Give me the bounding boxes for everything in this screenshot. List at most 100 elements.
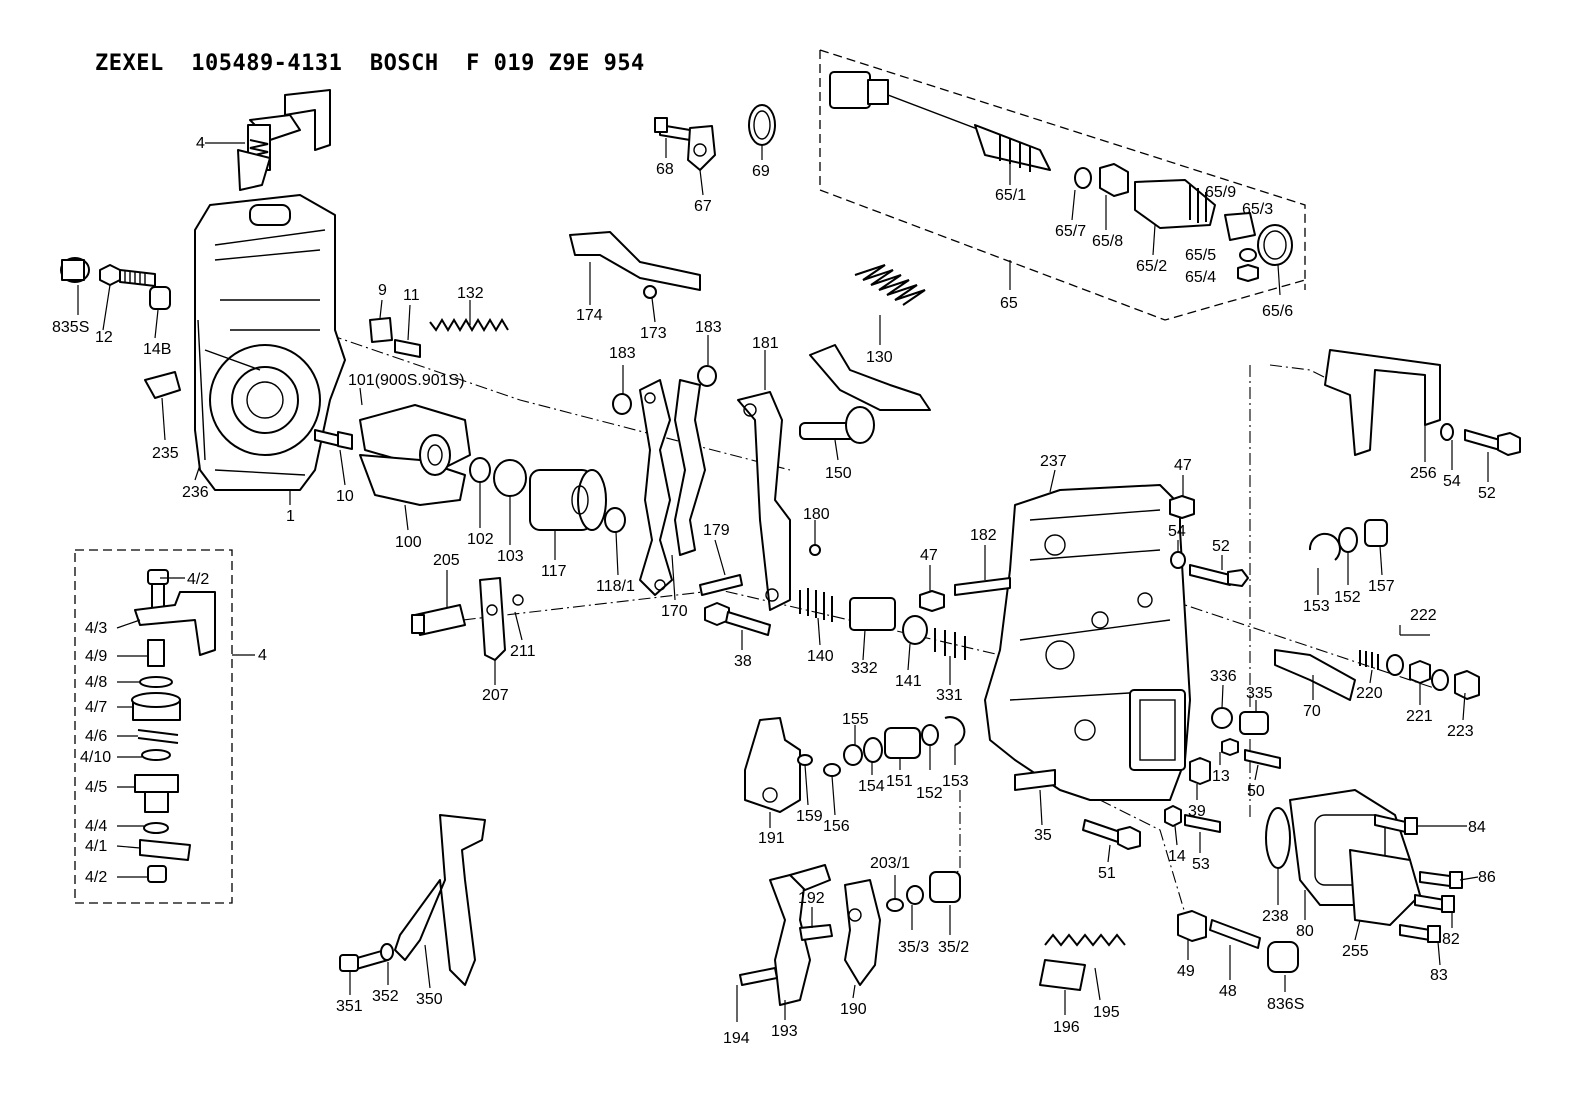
leader-lines <box>77 138 1489 1022</box>
label-352: 352 <box>372 988 399 1005</box>
label-47a: 47 <box>1174 457 1192 474</box>
seal-row-151-159 <box>744 716 966 813</box>
label-4-3: 4/3 <box>85 620 107 637</box>
label-836S: 836S <box>1267 996 1304 1013</box>
lever-181 <box>737 391 791 611</box>
label-4-4: 4/4 <box>85 818 107 835</box>
plug-49-836S <box>1177 910 1299 973</box>
sensor-group-65 <box>829 71 1293 282</box>
label-4-5: 4/5 <box>85 779 107 796</box>
label-159: 159 <box>796 808 823 825</box>
label-52b: 52 <box>1212 538 1230 555</box>
label-156: 156 <box>823 818 850 835</box>
label-195: 195 <box>1093 1004 1120 1021</box>
label-141: 141 <box>895 673 922 690</box>
label-50: 50 <box>1247 783 1265 800</box>
label-35-3: 35/3 <box>898 939 929 956</box>
label-153b: 153 <box>942 773 969 790</box>
label-117: 117 <box>541 563 567 580</box>
label-65-2: 65/2 <box>1136 258 1167 275</box>
label-39: 39 <box>1188 803 1206 820</box>
levers-170-183 <box>612 365 717 596</box>
label-336: 336 <box>1210 668 1237 685</box>
label-14B: 14B <box>143 341 171 358</box>
label-9: 9 <box>378 282 387 299</box>
label-220: 220 <box>1356 685 1383 702</box>
label-65-3: 65/3 <box>1242 201 1273 218</box>
label-193: 193 <box>771 1023 798 1040</box>
plugs-336-39 <box>1189 707 1281 785</box>
bracket-256 <box>1324 349 1521 456</box>
label-14: 14 <box>1168 848 1186 865</box>
label-154: 154 <box>858 778 885 795</box>
shaft-parts-102-118 <box>469 457 626 533</box>
label-190: 190 <box>840 1001 867 1018</box>
screws-35-53 <box>1014 769 1221 850</box>
bolt-10 <box>314 429 353 450</box>
label-86: 86 <box>1478 869 1496 886</box>
detail-4-exploded <box>131 569 216 883</box>
label-151: 151 <box>886 773 913 790</box>
label-4-7: 4/7 <box>85 699 107 716</box>
label-221: 221 <box>1406 708 1433 725</box>
label-183a: 183 <box>609 345 636 362</box>
centerline-bracket <box>1269 364 1331 381</box>
label-194: 194 <box>723 1030 750 1047</box>
label-4-9: 4/9 <box>85 648 107 665</box>
label-192: 192 <box>798 890 825 907</box>
label-12: 12 <box>95 329 113 346</box>
label-4-1: 4/1 <box>85 838 107 855</box>
label-70: 70 <box>1303 703 1321 720</box>
pump-body-237 <box>984 484 1191 801</box>
label-65-9: 65/9 <box>1205 184 1236 201</box>
label-103: 103 <box>497 548 524 565</box>
lower-levers-190-196 <box>739 864 1126 1006</box>
label-183b: 183 <box>695 319 722 336</box>
pump-housing <box>194 194 346 491</box>
label-51: 51 <box>1098 865 1116 882</box>
plug-153-157 <box>1308 519 1388 561</box>
label-47b: 47 <box>920 547 938 564</box>
label-35: 35 <box>1034 827 1052 844</box>
label-82: 82 <box>1442 931 1460 948</box>
label-54a: 54 <box>1443 473 1461 490</box>
part-number-labels: 4 835S 12 14B 235 236 1 10 9 11 132 101(… <box>52 135 1496 1047</box>
label-181: 181 <box>752 335 779 352</box>
label-4-2a: 4/2 <box>187 571 209 588</box>
label-65-1: 65/1 <box>995 187 1026 204</box>
boundary-4-detail <box>74 549 233 904</box>
label-65: 65 <box>1000 295 1018 312</box>
label-152b: 152 <box>916 785 943 802</box>
label-174: 174 <box>576 307 603 324</box>
label-132: 132 <box>457 285 484 302</box>
label-130: 130 <box>866 349 893 366</box>
label-100: 100 <box>395 534 422 551</box>
label-173: 173 <box>640 325 667 342</box>
lever-174 <box>569 231 701 299</box>
label-67: 67 <box>694 198 712 215</box>
label-331: 331 <box>936 687 963 704</box>
label-203-1: 203/1 <box>870 855 910 872</box>
label-236: 236 <box>182 484 209 501</box>
label-68: 68 <box>656 161 674 178</box>
label-152a: 152 <box>1334 589 1361 606</box>
label-102: 102 <box>467 531 494 548</box>
label-207: 207 <box>482 687 509 704</box>
label-835S: 835S <box>52 319 89 336</box>
clamp-parts-68-69 <box>654 104 776 171</box>
label-332: 332 <box>851 660 878 677</box>
centerline-lower <box>1099 799 1191 931</box>
label-4-8: 4/8 <box>85 674 107 691</box>
pin-179-180 <box>699 544 821 596</box>
label-351: 351 <box>336 998 363 1015</box>
label-182: 182 <box>970 527 997 544</box>
label-150: 150 <box>825 465 852 482</box>
label-53: 53 <box>1192 856 1210 873</box>
adjuster-70-223 <box>1274 649 1480 701</box>
centerline-bottom <box>944 790 961 881</box>
label-10: 10 <box>336 488 354 505</box>
label-4-6: 4/6 <box>85 728 107 745</box>
label-170: 170 <box>661 603 688 620</box>
bracket-350 <box>339 814 486 986</box>
label-4-top: 4 <box>196 135 205 152</box>
